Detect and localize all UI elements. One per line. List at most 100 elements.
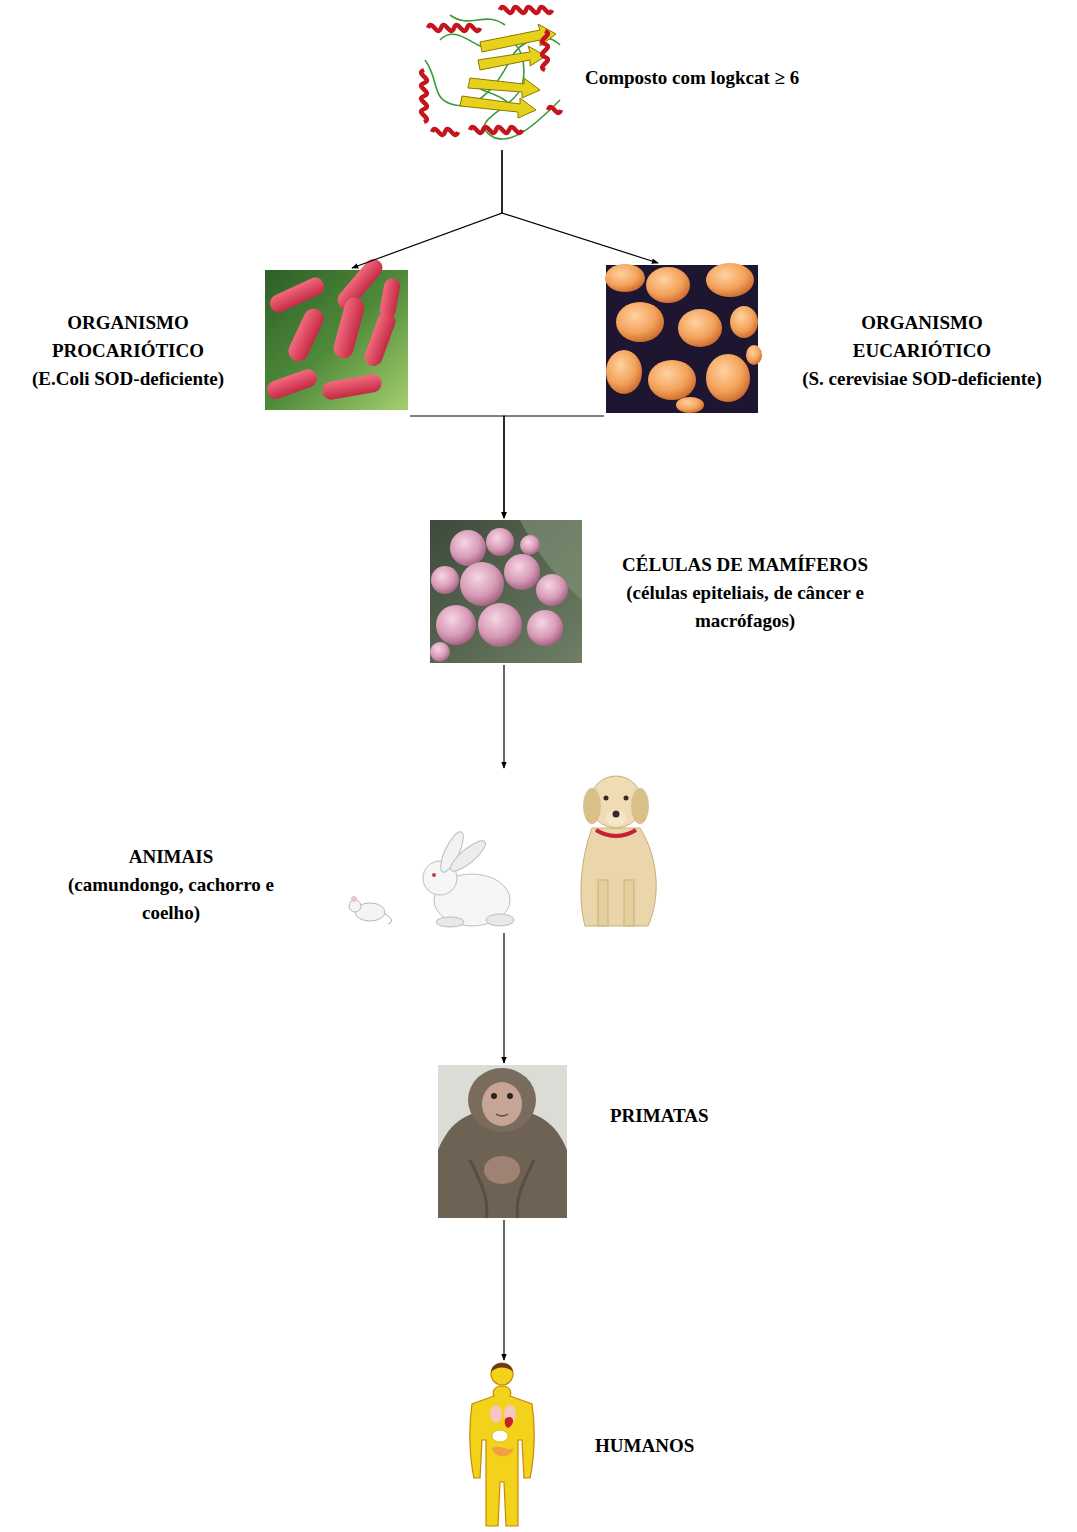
dog-figure-part — [596, 830, 636, 836]
yeast-photo-part — [676, 397, 704, 413]
ecoli-photo-part — [264, 367, 319, 402]
yeast-photo-part — [746, 345, 762, 365]
human-figure-part — [492, 1430, 508, 1442]
animals-node: ANIMAIS(camundongo, cachorro e coelho) — [40, 768, 670, 933]
node-description: (S. cerevisiae SOD-deficiente) — [772, 365, 1072, 393]
yeast-photo-part — [730, 306, 758, 338]
primate-photo — [438, 1065, 567, 1218]
mammal-cells-photo-part — [430, 520, 582, 663]
mammal-cells-photo-part — [460, 562, 504, 606]
protein-ribbon-part — [548, 107, 561, 113]
prokaryote-node: ORGANISMO PROCARIÓTICO(E.Coli SOD-defici… — [8, 268, 410, 420]
mammal-cells-photo-part — [486, 528, 514, 556]
mammal-cells-node: CÉLULAS DE MAMÍFEROS(células epiteliais,… — [428, 518, 899, 665]
protein-ribbon-part — [478, 46, 546, 70]
dog-figure-part — [613, 811, 620, 818]
mouse-figure — [349, 896, 392, 924]
compound-label: Composto com logkcat ≥ 6 — [585, 64, 799, 92]
compound-node: Composto com logkcat ≥ 6 — [415, 0, 835, 150]
flow-arrow — [503, 933, 504, 1063]
yeast-photo-part — [606, 350, 642, 394]
mammal-cells-photo-part — [436, 605, 476, 645]
node-description: (E.Coli SOD-deficiente) — [8, 365, 248, 393]
ecoli-photo-part — [379, 277, 402, 319]
primate-photo-part — [468, 1068, 536, 1132]
rabbit-figure-part — [436, 917, 464, 927]
yeast-photo-part — [605, 264, 645, 292]
protein-ribbon-part — [428, 25, 480, 31]
human-figure-part — [491, 1363, 513, 1372]
humans-node: HUMANOS — [468, 1360, 718, 1528]
human-figure-part — [490, 1405, 502, 1423]
primate-photo-part — [491, 1093, 497, 1099]
protein-ribbon-part — [468, 78, 540, 98]
mammal-cells-photo-part — [450, 530, 486, 566]
node-heading: HUMANOS — [595, 1432, 694, 1460]
protein-ribbon-part — [440, 34, 560, 139]
mouse-figure-part — [351, 896, 357, 902]
dog-figure-part — [581, 828, 656, 926]
human-figure-part — [492, 1447, 514, 1456]
protein-ribbon-part — [470, 127, 522, 133]
mammal-cells-photo-part — [536, 574, 568, 606]
rabbit-figure-part — [447, 836, 490, 875]
mammal-cells-photo-part — [504, 554, 540, 590]
node-heading: PRIMATAS — [610, 1102, 709, 1130]
primate-photo-part — [496, 1114, 508, 1116]
node-heading: ORGANISMO PROCARIÓTICO — [8, 309, 248, 365]
node-description: (camundongo, cachorro e coelho) — [40, 871, 302, 927]
ecoli-photo-part — [265, 270, 408, 410]
mammal-cells-photo-part — [527, 610, 563, 646]
flow-arrow — [503, 665, 504, 768]
node-description: (células epiteliais, de câncer e macrófa… — [595, 579, 895, 635]
protein-ribbon-part — [542, 31, 548, 70]
protein-ribbon-part — [432, 129, 458, 135]
primates-node: PRIMATAS — [436, 1063, 736, 1220]
node-heading: ORGANISMO EUCARIÓTICO — [802, 309, 1042, 365]
ecoli-photo-part — [362, 310, 398, 369]
rabbit-figure — [423, 829, 514, 927]
protein-ribbon-part — [500, 7, 552, 13]
rabbit-figure-part — [432, 873, 436, 877]
rabbit-figure-part — [486, 914, 514, 926]
ecoli-photo-part — [321, 373, 383, 401]
mammal-cells-photo — [430, 520, 582, 663]
protein-ribbon — [421, 7, 561, 139]
flow-arrow — [504, 416, 604, 518]
flow-arrow — [503, 1220, 504, 1360]
ecoli-photo — [264, 255, 408, 410]
node-heading: ANIMAIS — [40, 843, 302, 871]
protein-ribbon-part — [421, 70, 427, 122]
primate-photo-part — [438, 1065, 567, 1218]
ecoli-photo-part — [267, 275, 327, 316]
yeast-photo-part — [706, 354, 750, 402]
yeast-photo — [605, 263, 762, 413]
dog-figure-part — [606, 810, 626, 826]
yeast-photo-part — [678, 309, 722, 347]
yeast-photo-part — [646, 267, 690, 303]
mammal-cells-photo-part — [520, 535, 540, 555]
human-figure-part — [491, 1363, 513, 1385]
mammal-cells-photo-part — [431, 566, 459, 594]
eukaryote-node: ORGANISMO EUCARIÓTICO(S. cerevisiae SOD-… — [604, 263, 1076, 420]
node-heading: CÉLULAS DE MAMÍFEROS — [595, 551, 895, 579]
dog-figure-part — [624, 796, 629, 801]
mouse-figure-part — [385, 914, 392, 924]
protein-ribbon-part — [460, 96, 536, 118]
yeast-photo-part — [706, 263, 754, 297]
human-figure-part — [470, 1386, 534, 1526]
ecoli-photo-part — [331, 295, 366, 360]
dog-figure-part — [604, 796, 609, 801]
dog-figure-part — [631, 788, 649, 824]
human-figure-part — [505, 1417, 513, 1428]
human-figure — [470, 1363, 534, 1526]
ecoli-photo-part — [285, 305, 327, 364]
flow-arrow — [410, 416, 504, 518]
dog-figure-part — [624, 880, 634, 926]
primate-photo-part — [507, 1093, 513, 1099]
dog-figure — [581, 776, 656, 926]
dog-figure-part — [598, 880, 608, 926]
